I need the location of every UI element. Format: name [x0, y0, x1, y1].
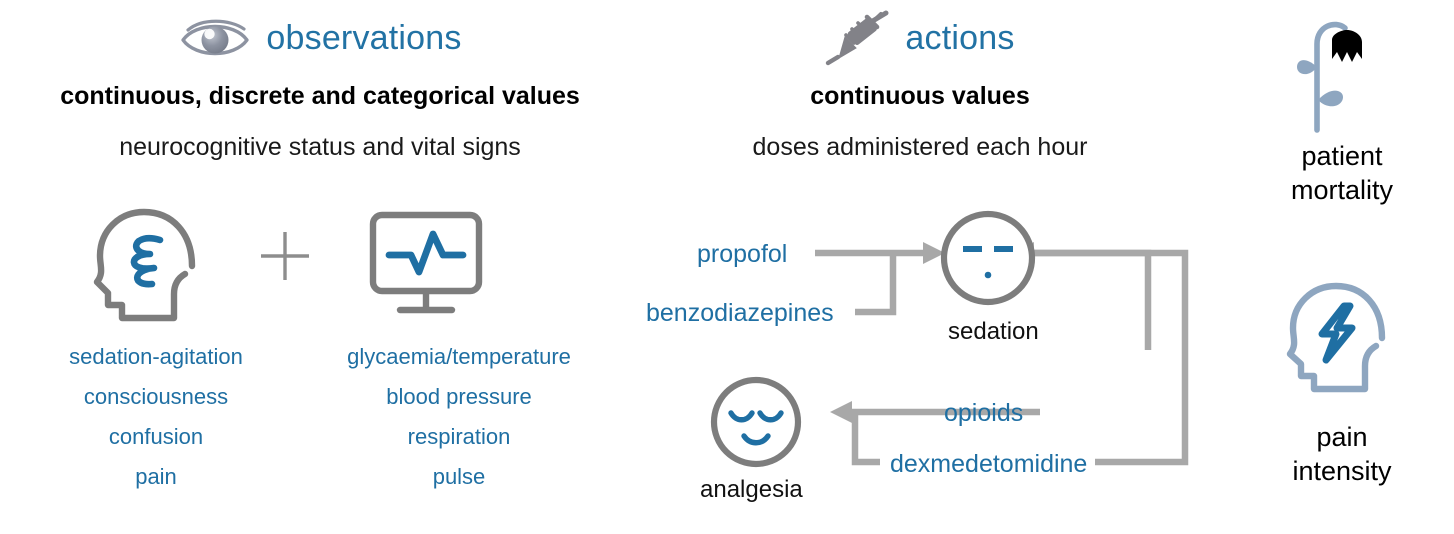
eye-icon: [178, 14, 252, 62]
observations-title: observations: [266, 19, 462, 57]
observations-description: neurocognitive status and vital signs: [119, 133, 521, 161]
drug-label-dexmedetomidine: dexmedetomidine: [890, 450, 1088, 478]
list-item: sedation-agitation: [69, 344, 243, 369]
outcome-line-1: pain: [1316, 422, 1368, 452]
vitals-monitor-icon: [367, 210, 485, 322]
neutral-face-icon: [937, 207, 1039, 309]
observation-group-1-list: glycaemia/temperature blood pressure res…: [312, 337, 606, 497]
outcome-label-pain: pain intensity: [1230, 420, 1454, 488]
actions-title: actions: [905, 19, 1015, 57]
drug-label-opioids: opioids: [944, 399, 1024, 427]
actions-connector-diagram: [640, 190, 1220, 510]
list-item: glycaemia/temperature: [347, 344, 571, 369]
observations-header: observations: [0, 8, 640, 68]
outcome-line-2: mortality: [1290, 175, 1393, 205]
outcome-label-mortality: patient mortality: [1230, 139, 1454, 207]
actions-value-types: continuous values: [810, 82, 1030, 110]
arrow-head-sedation-left: [923, 242, 945, 264]
drug-label-propofol: propofol: [697, 240, 788, 268]
actions-header: actions: [640, 8, 1200, 68]
head-brain-icon: [88, 198, 200, 324]
list-item: respiration: [407, 424, 511, 449]
drug-label-benzodiazepines: benzodiazepines: [646, 299, 834, 327]
list-item: confusion: [108, 424, 204, 449]
observation-group-0-list: sedation-agitation consciousness confusi…: [24, 337, 288, 497]
outcome-line-2: intensity: [1292, 456, 1392, 486]
list-item: consciousness: [83, 384, 229, 409]
relaxed-face-icon: [706, 372, 806, 472]
list-item: pulse: [432, 464, 486, 489]
observations-value-types: continuous, discrete and categorical val…: [60, 82, 580, 110]
syringe-icon: [825, 10, 891, 66]
plus-icon: [257, 228, 313, 284]
analgesia-label: analgesia: [700, 476, 803, 503]
list-item: pain: [135, 464, 177, 489]
arrow-head-analgesia: [830, 401, 852, 423]
wilting-flower-icon: [1291, 12, 1381, 133]
head-lightning-icon: [1282, 272, 1392, 396]
actions-description: doses administered each hour: [752, 133, 1088, 161]
list-item: blood pressure: [386, 384, 532, 409]
sedation-label: sedation: [948, 318, 1039, 345]
outcome-line-1: patient: [1301, 141, 1383, 171]
